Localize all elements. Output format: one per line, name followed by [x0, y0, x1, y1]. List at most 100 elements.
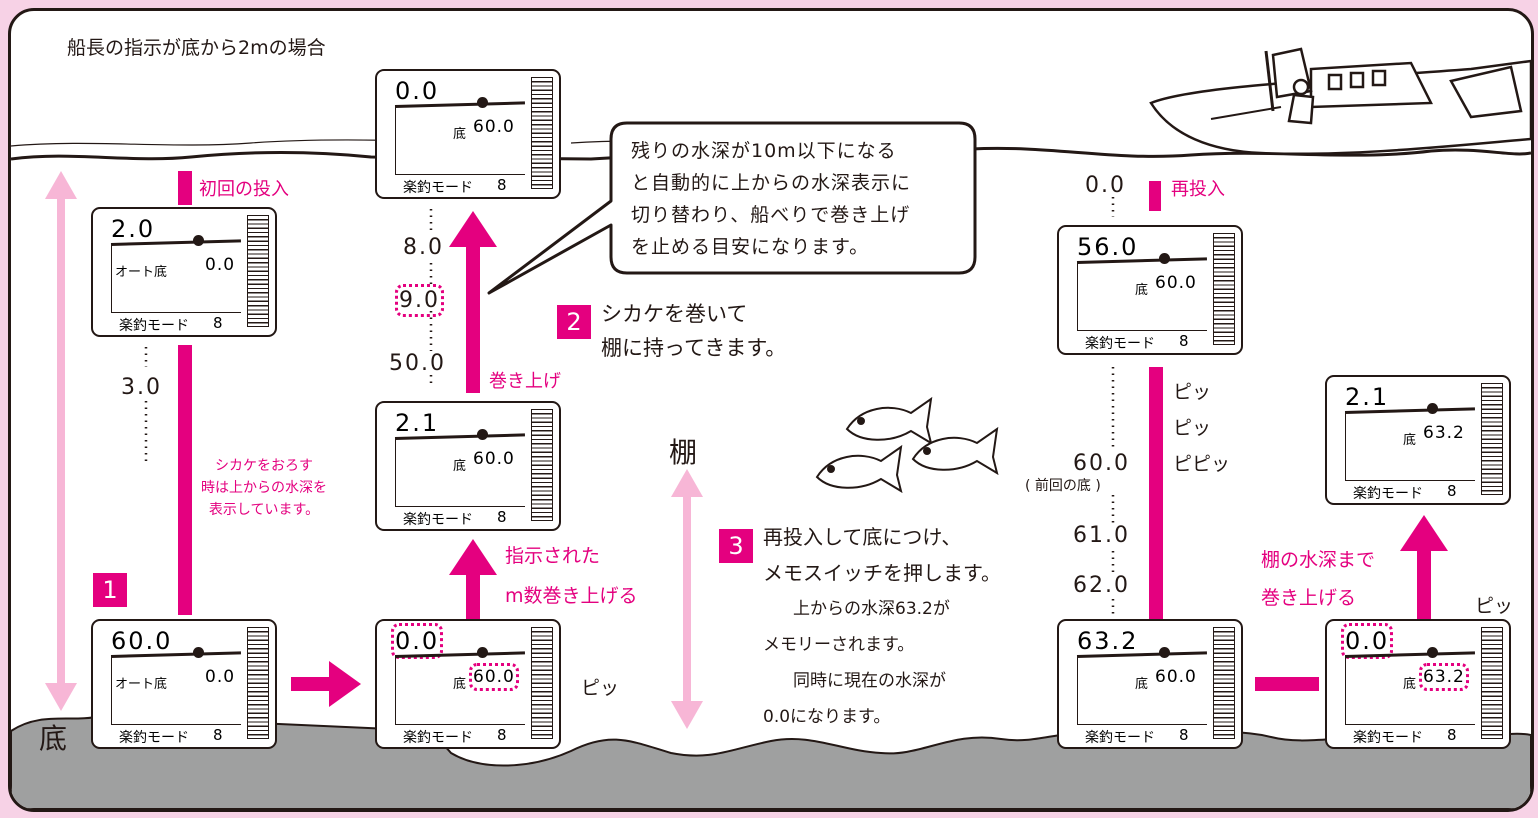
display-sub-value-highlighted: 60.0: [469, 663, 519, 691]
signal-bars: [531, 627, 553, 739]
display-mode-value: 8: [1447, 482, 1457, 500]
indicator-dot: [1159, 647, 1170, 658]
indicator-dot: [193, 647, 204, 658]
display-sub-label: 底: [453, 459, 467, 474]
fish-icon: [815, 396, 999, 494]
step-line: 棚に持ってきます。: [601, 336, 787, 360]
display-mode: 楽釣モード: [1353, 486, 1423, 502]
display-mode: 楽釣モード: [1085, 730, 1155, 746]
depth-display: 56.0 底 60.0 楽釣モード 8: [1057, 225, 1243, 355]
display-mode: 楽釣モード: [119, 730, 189, 746]
depth-mark: 60.0: [1073, 451, 1130, 476]
note-line: 表示しています。: [208, 502, 320, 518]
display-sub-value: 60.0: [473, 449, 515, 469]
signal-bars: [247, 627, 269, 739]
reel-to-tana-label-1: 棚の水深まで: [1261, 549, 1376, 571]
display-mode-value: 8: [1179, 726, 1189, 744]
depth-mark: 50.0: [389, 351, 446, 376]
step-2-text: シカケを巻いて 棚に持ってきます。: [601, 297, 786, 365]
callout-line: 切り替わり、船べりで巻き上げ: [631, 204, 911, 226]
display-mode-value: 8: [497, 176, 507, 194]
signal-bars: [1481, 383, 1503, 495]
display-sub-value: 0.0: [205, 667, 236, 687]
depth-display: 60.0 オート底 0.0 楽釣モード 8: [91, 619, 277, 749]
pip-label: ピッ: [1475, 595, 1514, 617]
display-sub-value-highlighted: 63.2: [1419, 663, 1469, 691]
display-sub-label: 底: [453, 127, 467, 142]
boat-icon: [1149, 47, 1531, 156]
display-sub-label: 底: [1135, 283, 1149, 298]
step-number: 3: [719, 529, 753, 563]
instructed-label-2: m数巻き上げる: [505, 585, 638, 607]
display-sub-label: オート底: [115, 265, 168, 280]
step-number: 2: [557, 305, 591, 339]
depth-mark-highlighted: 9.0: [395, 284, 444, 317]
depth-display: 63.2 底 60.0 楽釣モード 8: [1057, 619, 1243, 749]
depth-display: 2.0 オート底 0.0 楽釣モード 8: [91, 207, 277, 337]
note-line: 時は上からの水深を: [201, 480, 327, 496]
display-mode: 楽釣モード: [119, 318, 189, 334]
step-line: 上からの水深63.2が: [793, 599, 950, 619]
depth-display: 2.1 底 60.0 楽釣モード 8: [375, 401, 561, 531]
display-sub-label: オート底: [115, 677, 168, 692]
step-line: メモスイッチを押します。: [763, 561, 1001, 585]
bottom-label: 底: [39, 722, 68, 755]
display-sub-value: 0.0: [205, 255, 236, 275]
signal-bars: [1481, 627, 1503, 739]
display-depth: 0.0: [395, 77, 440, 105]
prev-bottom-label: ( 前回の底 ): [1025, 478, 1101, 494]
depth-mark: 3.0: [121, 375, 162, 400]
step-3-text: 再投入して底につけ、 メモスイッチを押します。 上からの水深63.2が メモリー…: [763, 519, 1001, 735]
indicator-dot: [193, 235, 204, 246]
step-line: 同時に現在の水深が: [793, 671, 946, 691]
display-sub-value: 60.0: [473, 117, 515, 137]
display-mode: 楽釣モード: [1353, 730, 1423, 746]
signal-bars: [531, 77, 553, 189]
display-depth-highlighted: 0.0: [1340, 623, 1394, 659]
display-depth: 2.1: [1345, 383, 1390, 411]
depth-display: 0.0 底 60.0 楽釣モード 8: [375, 69, 561, 199]
display-sub-label: 底: [1403, 677, 1417, 692]
signal-bars: [1213, 627, 1235, 739]
step-number: 1: [93, 573, 127, 607]
indicator-dot: [477, 429, 488, 440]
display-sub-value: 63.2: [1423, 423, 1465, 443]
step-line: 0.0になります。: [763, 707, 891, 727]
display-sub-value: 60.0: [1155, 667, 1197, 687]
pip-label: ピッ: [1173, 417, 1212, 439]
tana-label: 棚: [669, 436, 698, 469]
reel-up-label: 巻き上げ: [489, 371, 561, 392]
lowering-note: シカケをおろす 時は上からの水深を 表示しています。: [201, 455, 327, 521]
display-mode-value: 8: [1447, 726, 1457, 744]
display-depth: 60.0: [111, 627, 173, 655]
display-mode-value: 8: [213, 314, 223, 332]
first-drop-label: 初回の投入: [199, 179, 289, 200]
display-mode-value: 8: [497, 726, 507, 744]
signal-bars: [247, 215, 269, 327]
display-sub-label: 底: [1403, 433, 1417, 448]
indicator-dot: [1427, 403, 1438, 414]
callout-line: 残りの水深が10m以下になる: [631, 140, 897, 162]
pip-label: ピッ: [581, 677, 620, 699]
pip-label: ピッ: [1173, 381, 1212, 403]
depth-mark: 0.0: [1085, 173, 1126, 198]
indicator-dot: [477, 97, 488, 108]
display-depth: 2.1: [395, 409, 440, 437]
pipip-label: ピピッ: [1173, 453, 1231, 475]
indicator-dot: [477, 647, 488, 658]
callout-line: と自動的に上からの水深表示に: [631, 172, 912, 194]
display-depth: 2.0: [111, 215, 156, 243]
depth-mark: 62.0: [1073, 573, 1130, 598]
callout-bubble: [487, 121, 977, 295]
redrop-label: 再投入: [1171, 179, 1225, 200]
display-mode: 楽釣モード: [403, 730, 473, 746]
display-mode: 楽釣モード: [403, 180, 473, 196]
page-title: 船長の指示が底から2mの場合: [67, 37, 326, 59]
step-line: シカケを巻いて: [601, 302, 748, 326]
depth-mark: 8.0: [403, 235, 444, 260]
display-depth-highlighted: 0.0: [390, 623, 444, 659]
signal-bars: [531, 409, 553, 521]
diagram-frame: 船長の指示が底から2mの場合 底 棚 残りの水深が10m以下になる と自動的に上…: [8, 8, 1534, 812]
display-sub-value: 60.0: [1155, 273, 1197, 293]
reel-to-tana-label-2: 巻き上げる: [1261, 587, 1357, 609]
